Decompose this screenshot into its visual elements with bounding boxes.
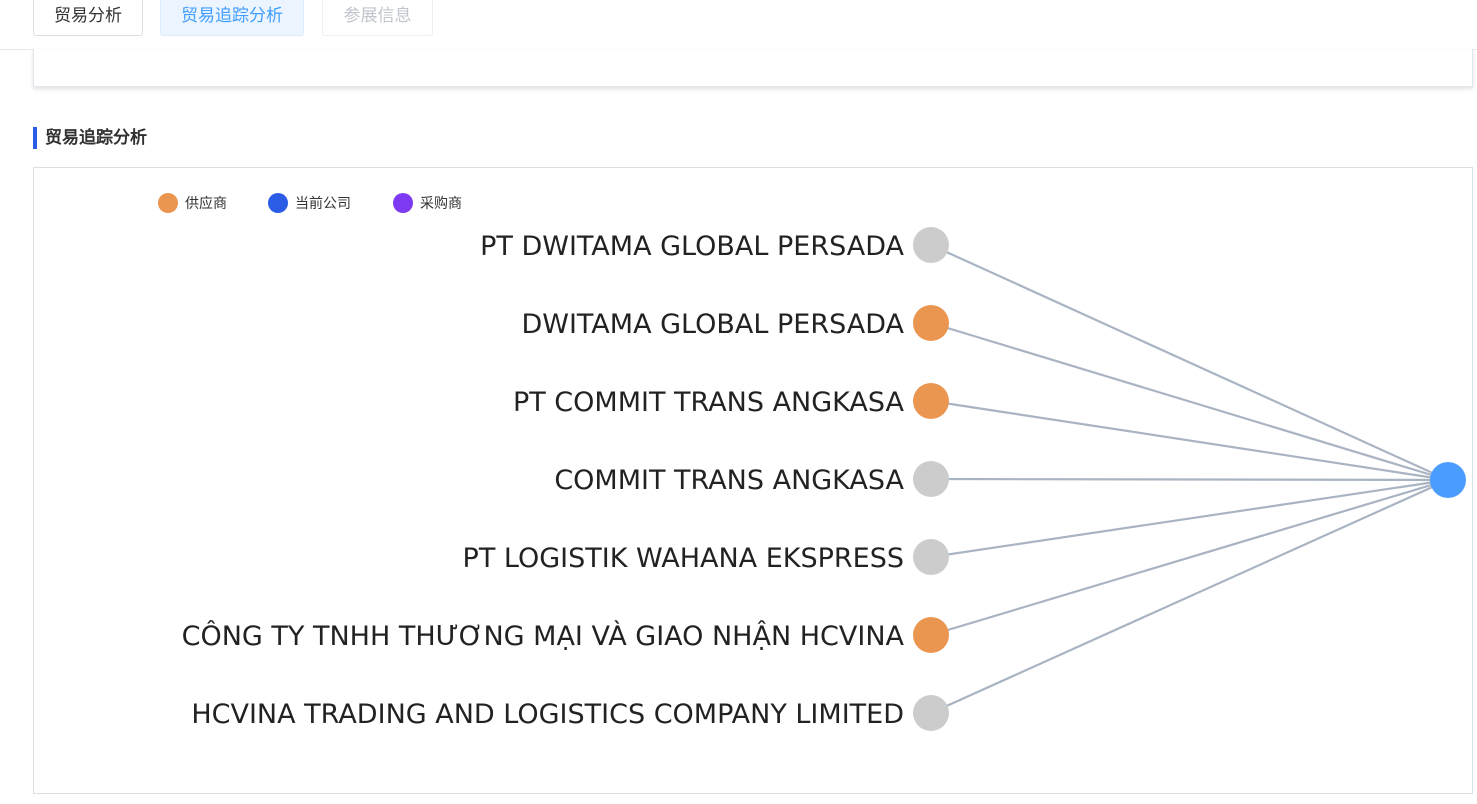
graph-node[interactable] [913, 227, 949, 263]
graph-node-label[interactable]: COMMIT TRANS ANGKASA [554, 465, 904, 496]
graph-edges [930, 243, 1449, 715]
tab-trade-tracking-analysis[interactable]: 贸易追踪分析 [160, 0, 304, 36]
graph-legend: 供应商 当前公司 采购商 [158, 193, 462, 213]
graph-node[interactable] [913, 305, 949, 341]
graph-edge [930, 399, 1449, 482]
graph-node[interactable] [913, 461, 949, 497]
graph-edge [930, 478, 1449, 559]
graph-edge [930, 477, 1449, 482]
graph-node[interactable] [913, 539, 949, 575]
graph-node-label[interactable]: PT LOGISTIK WAHANA EKSPRESS [463, 543, 904, 574]
tab-exhibition-info[interactable]: 参展信息 [322, 0, 433, 36]
legend-label[interactable]: 当前公司 [295, 195, 351, 211]
legend-marker[interactable] [158, 193, 178, 213]
legend-label[interactable]: 采购商 [420, 195, 462, 211]
legend-marker[interactable] [268, 193, 288, 213]
graph-edge [930, 478, 1449, 637]
graph-node[interactable] [913, 617, 949, 653]
tab-trade-analysis[interactable]: 贸易分析 [33, 0, 143, 36]
graph-node[interactable] [913, 383, 949, 419]
graph-edge [930, 478, 1449, 715]
graph-edge [930, 321, 1449, 482]
graph-node-label[interactable]: CÔNG TY TNHH THƯƠNG MẠI VÀ GIAO NHẬN HCV… [182, 620, 905, 652]
legend-label[interactable]: 供应商 [185, 195, 227, 211]
graph-node-label[interactable]: DWITAMA GLOBAL PERSADA [521, 309, 904, 340]
graph-edge [930, 243, 1449, 482]
graph-node-label[interactable]: PT COMMIT TRANS ANGKASA [513, 387, 905, 418]
graph-nodes: PT DWITAMA GLOBAL PERSADA DWITAMA GLOBAL … [182, 227, 1466, 731]
previous-section-card [33, 49, 1473, 87]
legend-marker[interactable] [393, 193, 413, 213]
section-title: 贸易追踪分析 [45, 128, 147, 147]
section-title-accent [33, 127, 37, 149]
graph-node[interactable] [913, 695, 949, 731]
graph-node-label[interactable]: PT DWITAMA GLOBAL PERSADA [480, 231, 904, 262]
graph-node-label[interactable]: HCVINA TRADING AND LOGISTICS COMPANY LIM… [191, 699, 904, 730]
current-company-node[interactable] [1430, 462, 1466, 498]
tab-bar: 贸易分析 贸易追踪分析 参展信息 [0, 0, 1477, 50]
